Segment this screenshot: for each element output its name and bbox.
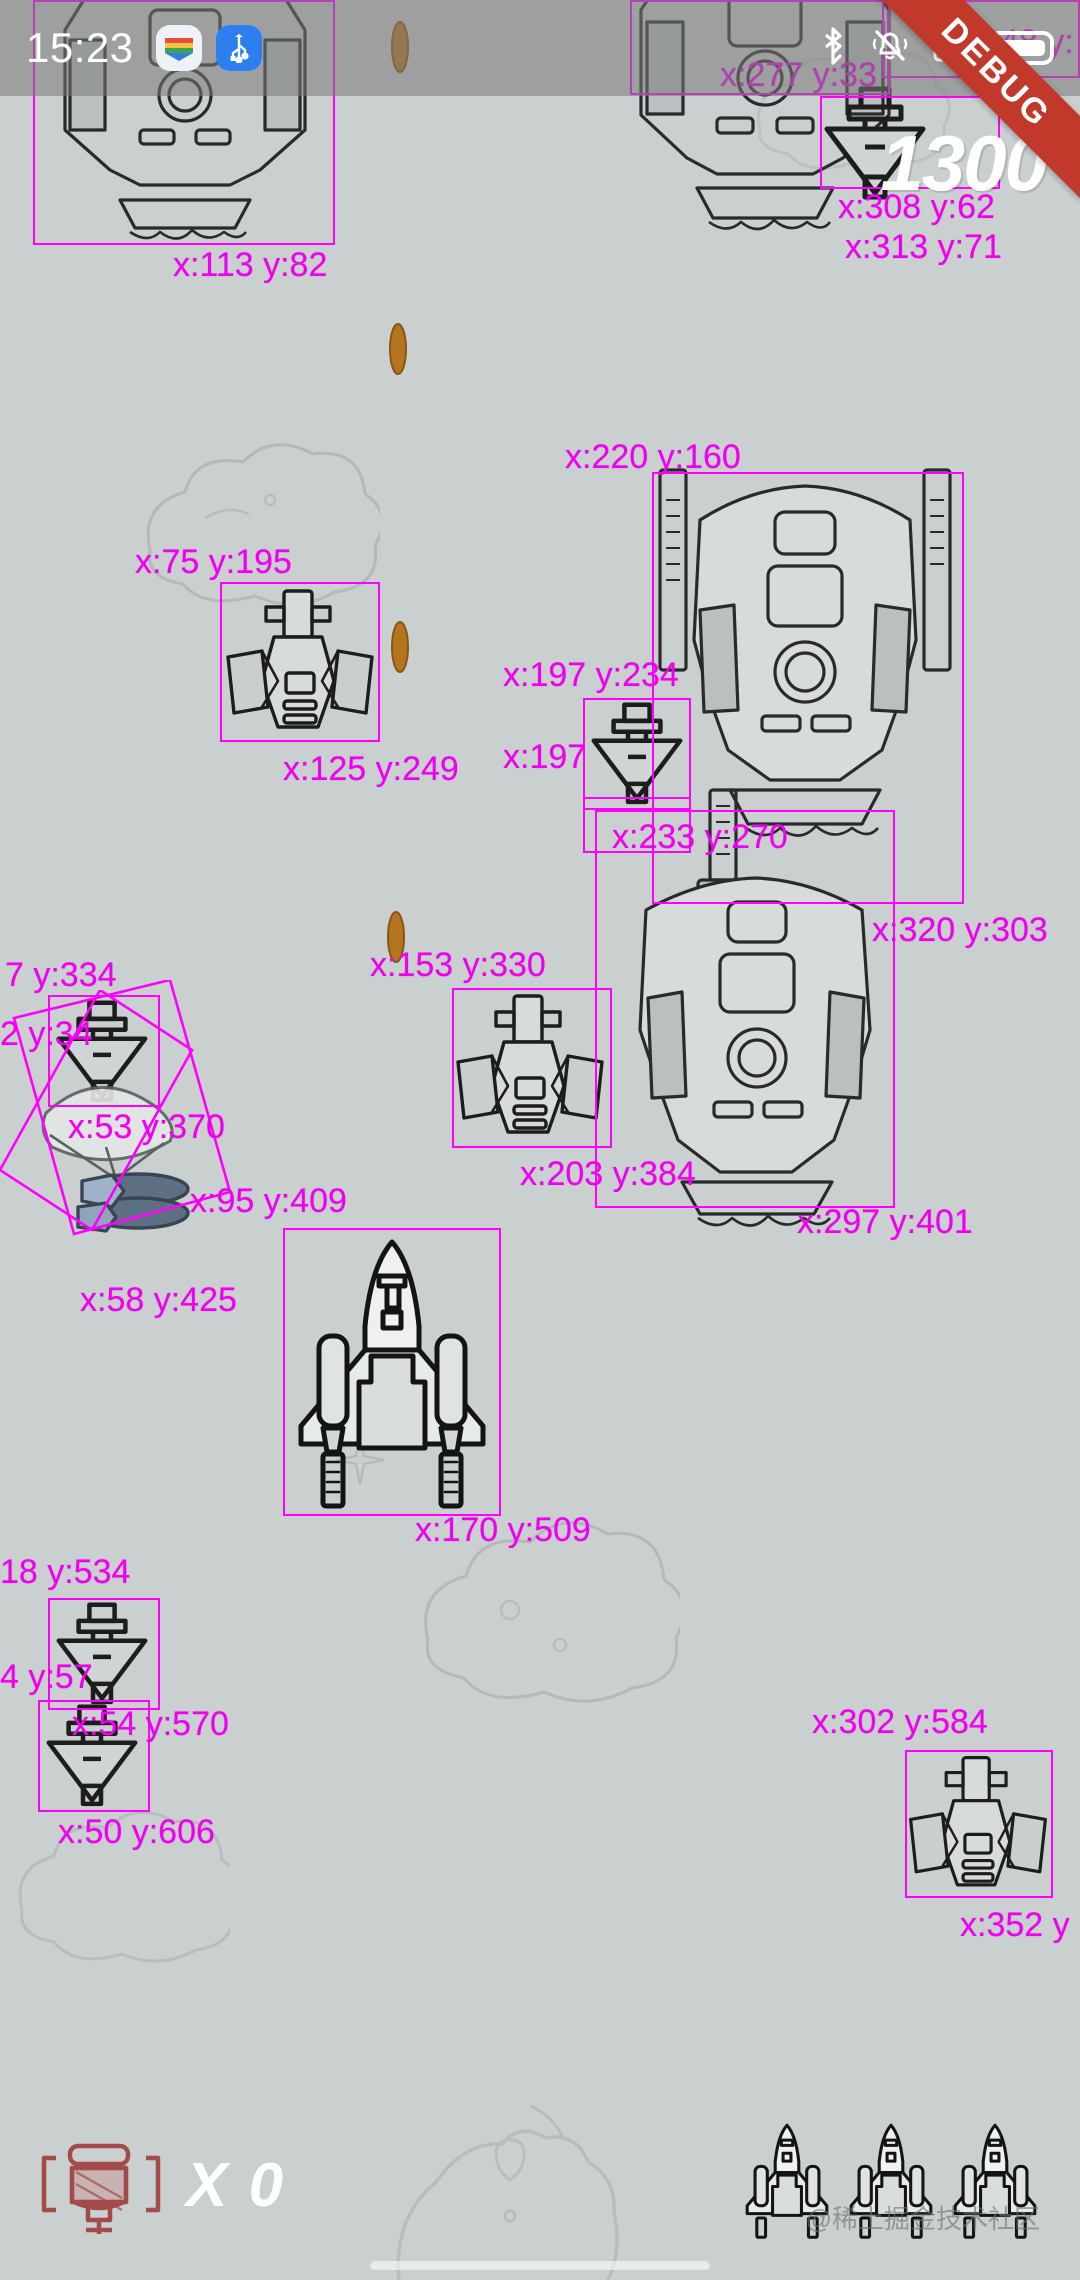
debug-coordinate-label: x:313 y:71 [845, 228, 1002, 266]
lives-indicator [738, 2120, 1044, 2251]
debug-coordinate-label: x:75 y:195 [135, 543, 292, 581]
debug-polygon [12, 980, 232, 1236]
debug-coordinate-label: x:233 y:270 [612, 818, 788, 856]
bomb-counter[interactable]: X 0 [36, 2118, 285, 2253]
debug-coordinate-label: x:53 y:370 [68, 1108, 225, 1146]
enemy-fighter-sprite [222, 585, 378, 741]
debug-polygon [0, 990, 194, 1232]
bottom-hud: X 0 [0, 2090, 1080, 2280]
debug-coordinate-label: x:203 y:384 [520, 1155, 696, 1193]
debug-coordinate-label: x:54 y:570 [72, 1705, 229, 1743]
enemy-bullet-sprite [389, 323, 407, 375]
mute-bell-icon [870, 26, 910, 71]
enemy-bomber-sprite [38, 1702, 146, 1814]
debug-coordinate-label: x:58 y:425 [80, 1281, 237, 1319]
debug-coordinate-label: x:320 y:303 [872, 911, 1048, 949]
debug-coordinate-label: x:113 y:82 [173, 246, 328, 284]
life-ship-icon [738, 2120, 836, 2251]
android-nav-pill[interactable] [370, 2261, 710, 2270]
enemy-bullet-sprite [387, 911, 405, 963]
enemy-fighter-sprite [905, 1752, 1051, 1898]
boss-ship-sprite [590, 788, 930, 1227]
life-ship-icon [946, 2120, 1044, 2251]
rock-decoration [396, 2104, 619, 2280]
cloud-decoration [18, 1810, 230, 1963]
enemy-bomber-sprite [583, 700, 691, 812]
enemy-bullet-sprite [391, 621, 409, 673]
debug-coordinate-label: x:352 y [960, 1906, 1070, 1944]
debug-coordinate-label: 7 y:334 [5, 956, 117, 994]
usb-icon [215, 25, 262, 71]
debug-coordinate-label: 2 y:34 [0, 1015, 93, 1053]
bomb-count-label: X 0 [186, 2150, 286, 2220]
bomb-icon [36, 2118, 166, 2253]
player-ship-sprite[interactable] [283, 1230, 501, 1518]
debug-coordinate-label: x:197 y:234 [503, 656, 679, 694]
debug-coordinate-label: x:308 y:62 [838, 188, 995, 226]
debug-coordinate-label: 4 y:57 [0, 1658, 93, 1696]
boss-ship-sprite [630, 460, 980, 910]
status-bar-left-icons [155, 25, 262, 71]
debug-coordinate-label: x:125 y:249 [283, 750, 459, 788]
rainbow-app-icon [155, 25, 202, 71]
debug-coordinate-label: x:302 y:584 [812, 1703, 988, 1741]
debug-coordinate-label: x:170 y:509 [415, 1511, 591, 1549]
debug-coordinate-label: 18 y:534 [0, 1553, 131, 1591]
debug-coordinate-label: x:153 y:330 [370, 946, 546, 984]
debug-coordinate-label: x:220 y:160 [565, 438, 741, 476]
bluetooth-icon [818, 25, 848, 72]
debug-coordinate-label: x:297 y:401 [797, 1203, 973, 1241]
cloud-decoration [424, 1521, 680, 1703]
life-ship-icon [842, 2120, 940, 2251]
debug-coordinate-label: x:50 y:606 [58, 1813, 215, 1851]
debug-coordinate-label: x:95 y:409 [190, 1182, 347, 1220]
enemy-fighter-sprite [452, 990, 608, 1146]
status-bar-clock: 15:23 [26, 24, 134, 71]
enemy-bomber-sprite [815, 85, 935, 207]
watermark: @稀土掘金技术社区 [805, 2204, 1040, 2234]
cloud-decoration [335, 1435, 385, 1485]
debug-coordinate-label: x:197 [503, 738, 587, 776]
